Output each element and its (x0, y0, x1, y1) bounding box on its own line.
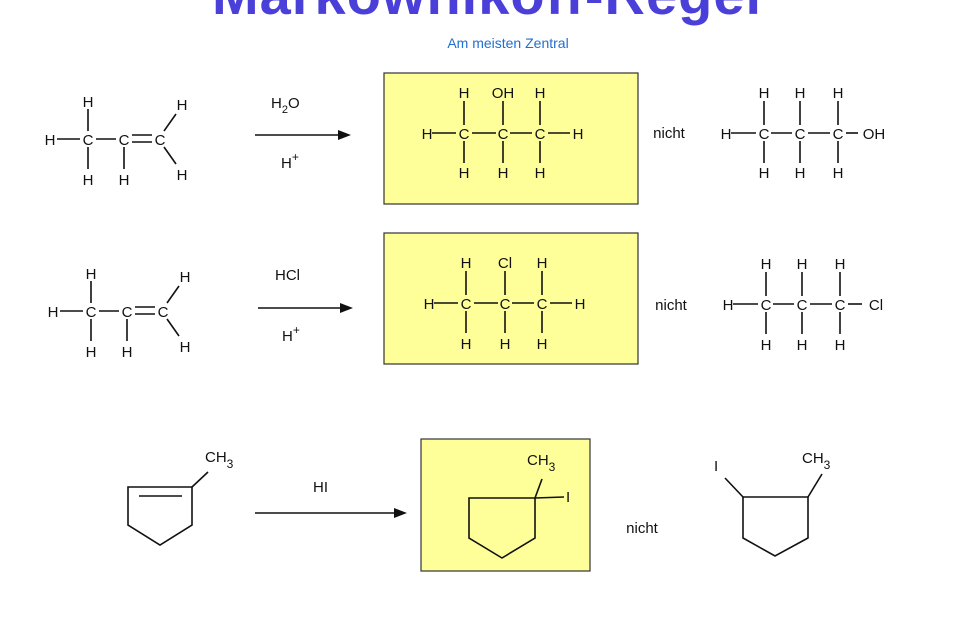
nicht-label: nicht (653, 125, 686, 142)
atom-h: H (759, 165, 770, 182)
atom-h: H (86, 266, 97, 283)
alternative-product-2: H C C C Cl H H H H H H (723, 256, 884, 354)
atom-c: C (119, 132, 130, 149)
atom-h: H (180, 269, 191, 286)
atom-c: C (761, 297, 772, 314)
reaction-1: H C C C H H H H H H2O H+ (45, 72, 886, 205)
atom-h: H (500, 336, 511, 353)
atom-h: H (83, 94, 94, 111)
reagent-proton: H+ (281, 150, 299, 172)
reaction-arrow-2: HCl H+ (258, 267, 353, 345)
atom-h: H (795, 85, 806, 102)
methyl-group: CH3 (802, 450, 831, 472)
atom-h: H (797, 256, 808, 273)
atom-h: H (180, 339, 191, 356)
nicht-label: nicht (655, 297, 688, 314)
atom-c: C (537, 296, 548, 313)
atom-h: H (723, 297, 734, 314)
reagent-water: H2O (271, 95, 300, 116)
product-box-1: H C C C H H OH H H H H (383, 72, 639, 205)
nicht-label: nicht (626, 520, 659, 537)
atom-h: H (45, 132, 56, 149)
atom-c: C (158, 304, 169, 321)
methyl-group: CH3 (527, 452, 556, 474)
reaction-arrow-1: H2O H+ (255, 95, 351, 172)
atom-h: H (575, 296, 586, 313)
atom-h: H (721, 126, 732, 143)
methylcyclopentene-reactant: CH3 (127, 449, 234, 546)
atom-c: C (86, 304, 97, 321)
atom-h: H (797, 337, 808, 354)
substituent-oh: OH (492, 85, 515, 102)
atom-c: C (833, 126, 844, 143)
atom-h: H (759, 85, 770, 102)
atom-h: H (833, 85, 844, 102)
atom-h: H (461, 255, 472, 272)
reagent-proton: H+ (282, 323, 300, 345)
atom-h: H (761, 337, 772, 354)
atom-h: H (177, 167, 188, 184)
atom-h: H (122, 344, 133, 361)
atom-c: C (122, 304, 133, 321)
atom-c: C (835, 297, 846, 314)
atom-c: C (535, 126, 546, 143)
atom-c: C (795, 126, 806, 143)
substituent-cl: Cl (498, 255, 512, 272)
product-box-3: CH3 I (420, 438, 591, 572)
atom-h: H (835, 256, 846, 273)
subtitle: Am meisten Zentral (447, 35, 569, 51)
atom-h: H (461, 336, 472, 353)
atom-h: H (835, 337, 846, 354)
atom-c: C (797, 297, 808, 314)
atom-h: H (537, 255, 548, 272)
reagent-hi: HI (313, 479, 328, 496)
atom-h: H (833, 165, 844, 182)
product-box-2: H C C C H H Cl H H H H (383, 232, 639, 365)
alternative-product-1: H C C C OH H H H H H H (721, 85, 886, 182)
atom-h: H (119, 172, 130, 189)
atom-c: C (759, 126, 770, 143)
atom-c: C (83, 132, 94, 149)
atom-h: H (424, 296, 435, 313)
reagent-hcl: HCl (275, 267, 300, 284)
alternative-product-3: I CH3 (714, 450, 831, 557)
atom-h: H (498, 165, 509, 182)
methyl-group: CH3 (205, 449, 234, 471)
atom-h: H (573, 126, 584, 143)
atom-h: H (83, 172, 94, 189)
atom-h: H (48, 304, 59, 321)
atom-h: H (459, 85, 470, 102)
atom-h: H (535, 85, 546, 102)
propene-reactant-1: H C C C H H H H H (45, 94, 188, 189)
atom-h: H (537, 336, 548, 353)
substituent-iodine: I (566, 489, 570, 506)
atom-c: C (459, 126, 470, 143)
atom-c: C (155, 132, 166, 149)
atom-h: H (795, 165, 806, 182)
atom-h: H (535, 165, 546, 182)
reaction-3: CH3 HI CH3 I nicht I CH3 (127, 438, 831, 572)
atom-h: H (761, 256, 772, 273)
atom-h: H (459, 165, 470, 182)
atom-h: H (177, 97, 188, 114)
substituent-iodine: I (714, 458, 718, 475)
atom-h: H (422, 126, 433, 143)
atom-c: C (500, 296, 511, 313)
propene-reactant-2: H C C C H H H H H (48, 266, 191, 361)
substituent-oh: OH (863, 126, 886, 143)
reaction-2: H C C C H H H H H HCl H+ (48, 232, 884, 365)
atom-h: H (86, 344, 97, 361)
page-title: Markownikoff-Regel (0, 0, 974, 27)
reaction-arrow-3: HI (255, 479, 407, 518)
atom-c: C (498, 126, 509, 143)
substituent-cl: Cl (869, 297, 883, 314)
atom-c: C (461, 296, 472, 313)
